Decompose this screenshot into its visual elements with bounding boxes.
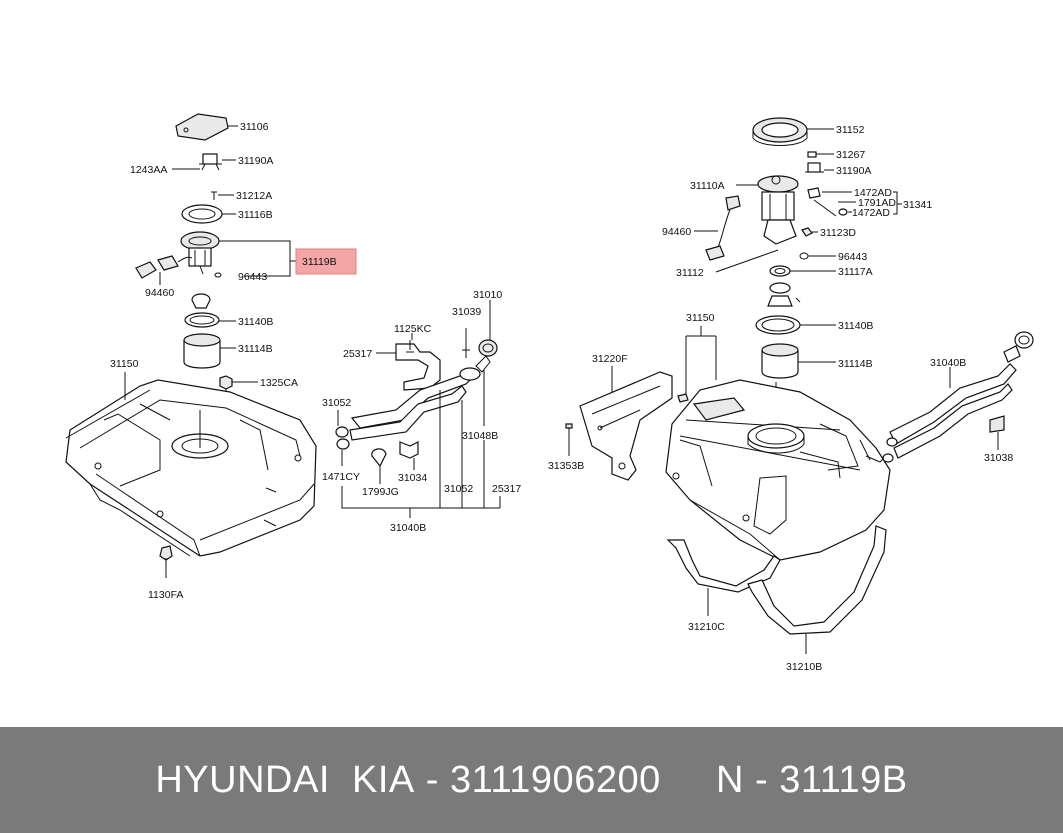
highlighted-part-box bbox=[295, 248, 357, 275]
label-31341: 31341 bbox=[903, 199, 932, 211]
fuel-tank-left bbox=[65, 379, 317, 557]
label-96443-left: 96443 bbox=[238, 271, 267, 283]
label-31052-a: 31052 bbox=[322, 397, 351, 409]
label-31038: 31038 bbox=[984, 452, 1013, 464]
label-1799JG: 1799JG bbox=[362, 486, 399, 498]
label-31117A: 31117A bbox=[838, 266, 873, 278]
part-number: 3111906200 bbox=[450, 758, 661, 801]
heat-shield-part bbox=[579, 371, 673, 481]
lock-ring-part bbox=[752, 117, 808, 146]
label-31150-right: 31150 bbox=[686, 312, 715, 324]
label-31123D: 31123D bbox=[820, 227, 856, 239]
cover-plate-part bbox=[175, 113, 229, 141]
label-31220F: 31220F bbox=[592, 353, 628, 365]
connector-part-right bbox=[705, 195, 741, 261]
label-94460-right: 94460 bbox=[662, 226, 691, 238]
label-31190A-left: 31190A bbox=[238, 155, 273, 167]
label-31267: 31267 bbox=[836, 149, 865, 161]
label-31140B-left: 31140B bbox=[238, 316, 273, 328]
label-1130FA: 1130FA bbox=[148, 589, 183, 601]
label-31039: 31039 bbox=[452, 306, 481, 318]
tank-strap-rear bbox=[747, 525, 887, 635]
label-31152: 31152 bbox=[836, 124, 865, 136]
label-1243AA: 1243AA bbox=[130, 164, 167, 176]
label-1472AD-b: 1472AD bbox=[852, 207, 890, 219]
label-31034: 31034 bbox=[398, 472, 427, 484]
sender-unit-part bbox=[180, 231, 220, 275]
label-31116B: 31116B bbox=[238, 209, 273, 221]
ref-code: 31119B bbox=[779, 758, 908, 801]
spacer bbox=[661, 759, 716, 802]
label-31210C: 31210C bbox=[688, 621, 725, 633]
label-31040B-right: 31040B bbox=[930, 357, 966, 369]
label-94460-left: 94460 bbox=[145, 287, 174, 299]
label-1472AD-a: 1472AD bbox=[854, 187, 892, 199]
ref-prefix: N bbox=[716, 758, 744, 801]
label-31210B: 31210B bbox=[786, 661, 822, 673]
clamp-part-left bbox=[199, 153, 222, 171]
label-25317-b: 25317 bbox=[492, 483, 521, 495]
brand-text: HYUNDAI KIA bbox=[155, 758, 415, 801]
label-31114B-left: 31114B bbox=[238, 343, 273, 355]
label-1325CA: 1325CA bbox=[260, 377, 298, 389]
tank-strap-front bbox=[666, 539, 781, 593]
label-31040B-bottom: 31040B bbox=[390, 522, 426, 534]
filter-part-right bbox=[761, 343, 799, 379]
label-31119B: 31119B bbox=[302, 256, 337, 268]
label-1125KC: 1125KC bbox=[394, 323, 432, 335]
label-31212A: 31212A bbox=[236, 190, 272, 202]
fuel-tank-right bbox=[665, 379, 891, 561]
filler-bracket-part bbox=[395, 343, 441, 391]
label-31140B-right: 31140B bbox=[838, 320, 873, 332]
label-31150-left: 31150 bbox=[110, 358, 139, 370]
parts-diagram: 31106 31190A 1243AA 31212A 31116B 31119B… bbox=[65, 113, 1034, 673]
separator-2: - bbox=[743, 758, 780, 801]
filter-part-left bbox=[183, 333, 221, 369]
label-31353B: 31353B bbox=[548, 460, 584, 472]
label-31048B: 31048B bbox=[462, 430, 498, 442]
connector-part-left bbox=[135, 255, 193, 279]
label-31106: 31106 bbox=[240, 121, 269, 133]
label-1471CY: 1471CY bbox=[322, 471, 360, 483]
label-1791AD: 1791AD bbox=[858, 197, 896, 209]
label-31112: 31112 bbox=[676, 267, 704, 279]
label-31110A: 31110A bbox=[690, 180, 725, 192]
filler-hose-right bbox=[882, 331, 1034, 463]
label-31114B-right: 31114B bbox=[838, 358, 873, 370]
label-96443-right: 96443 bbox=[838, 251, 867, 263]
label-31010: 31010 bbox=[473, 289, 502, 301]
label-31052-b: 31052 bbox=[444, 483, 473, 495]
fuel-pump-module-part bbox=[757, 175, 799, 245]
part-number-footer: HYUNDAI KIA - 3111906200 N - 31119B bbox=[0, 727, 1063, 833]
filler-pipe-part bbox=[349, 367, 481, 441]
label-25317-a: 25317 bbox=[343, 348, 372, 360]
separator-1: - bbox=[414, 758, 451, 801]
label-31190A-right: 31190A bbox=[836, 165, 871, 177]
